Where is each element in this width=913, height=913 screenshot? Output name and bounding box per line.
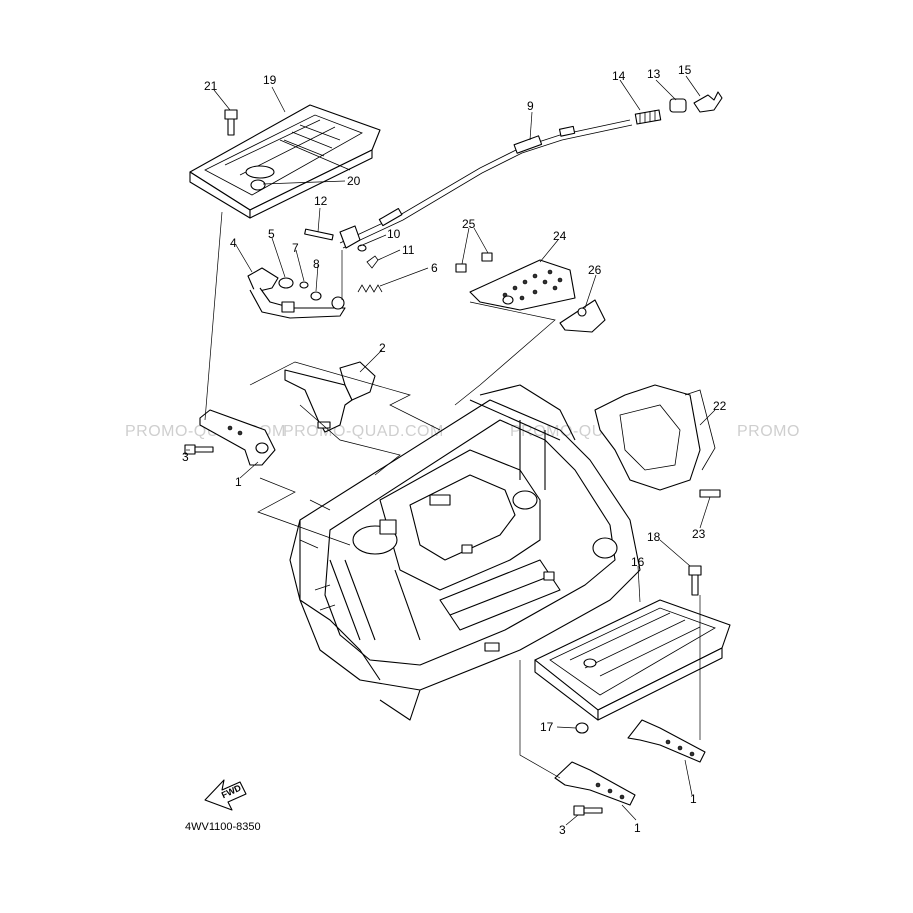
part-8-washer	[310, 291, 322, 301]
part-23-bolt	[699, 489, 721, 498]
callout-2: 2	[379, 341, 386, 355]
callout-9: 9	[527, 99, 534, 113]
assembly-leaders	[204, 211, 701, 779]
diagram-code: 4WV1100-8350	[185, 821, 261, 833]
callout-7: 7	[292, 241, 299, 255]
callout-5: 5	[268, 227, 275, 241]
callout-leaders	[186, 75, 716, 826]
part-21-bolt	[224, 109, 238, 136]
part-12-pin	[304, 228, 334, 241]
part-20-nut	[250, 179, 266, 191]
part-13-joint	[669, 98, 687, 113]
part-6-spring	[357, 284, 383, 293]
callout-4: 4	[230, 236, 237, 250]
callout-1-rear-right: 1	[690, 792, 697, 806]
part-24-heel-guard	[469, 259, 576, 311]
callout-18: 18	[647, 530, 661, 544]
part-7-washer	[299, 281, 309, 289]
part-16-rear-plate	[534, 599, 731, 721]
callout-15: 15	[678, 63, 692, 77]
callout-13: 13	[647, 67, 661, 81]
part-1-bracket-rear-left	[554, 761, 636, 806]
part-18-bolt	[688, 565, 702, 596]
part-22-cover	[594, 384, 716, 491]
part-5-cap	[278, 277, 294, 289]
part-15-wing-nut	[693, 91, 723, 113]
part-11-cotter-pin	[366, 255, 379, 269]
part-14-spring	[634, 109, 662, 125]
part-10-clevis	[339, 225, 367, 252]
part-3-bolt-rear	[573, 805, 603, 816]
part-4-brake-pedal	[247, 267, 346, 319]
callout-20: 20	[347, 174, 361, 188]
callout-25: 25	[462, 217, 476, 231]
callout-6: 6	[431, 261, 438, 275]
callout-14: 14	[612, 69, 626, 83]
callout-26: 26	[588, 263, 602, 277]
callout-3-front: 3	[182, 450, 189, 464]
callout-11: 11	[402, 243, 415, 257]
fwd-arrow-icon: FWD	[204, 779, 247, 811]
callout-17: 17	[540, 720, 554, 734]
callout-1-front: 1	[235, 475, 242, 489]
part-9-cable	[339, 119, 633, 249]
callout-24: 24	[553, 229, 567, 243]
callout-21: 21	[204, 79, 218, 93]
part-1-bracket-rear-right	[627, 719, 706, 763]
part-19-front-plate	[189, 104, 381, 219]
part-3-bolt-front	[184, 444, 214, 455]
callout-3-rear: 3	[559, 823, 566, 837]
frame-chassis	[289, 384, 641, 721]
part-1-bracket-front	[199, 409, 276, 466]
callout-1-rear-left: 1	[634, 821, 641, 835]
part-2-bracket	[284, 296, 376, 433]
callout-10: 10	[387, 227, 401, 241]
callout-8: 8	[313, 257, 320, 271]
part-25-bolts	[455, 252, 493, 273]
callout-12: 12	[314, 194, 328, 208]
callout-22: 22	[713, 399, 727, 413]
part-17-nut	[575, 722, 589, 734]
watermark-2: PROMO-QUAD.COM	[283, 423, 444, 440]
callout-19: 19	[263, 73, 277, 87]
callout-16: 16	[631, 555, 645, 569]
callout-23: 23	[692, 527, 706, 541]
watermark-4: PROMO	[737, 423, 800, 440]
part-26-bracket	[559, 299, 606, 333]
